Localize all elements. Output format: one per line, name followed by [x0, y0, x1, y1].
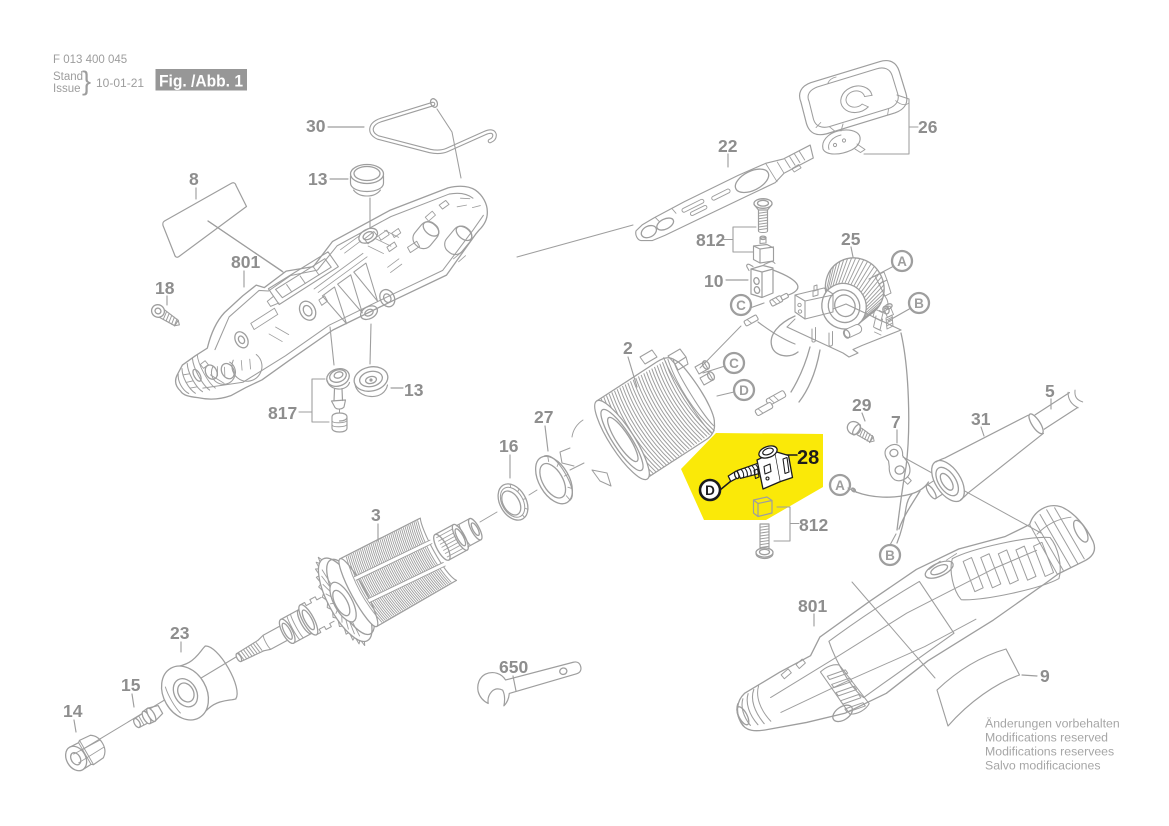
- svg-text:10: 10: [704, 271, 724, 291]
- svg-text:8: 8: [189, 169, 199, 189]
- svg-text:Modifications reservees: Modifications reservees: [985, 745, 1114, 759]
- svg-text:10-01-21: 10-01-21: [96, 76, 144, 90]
- svg-text:Modifications reserved: Modifications reserved: [985, 731, 1108, 745]
- svg-text:27: 27: [534, 407, 553, 427]
- svg-text:B: B: [914, 296, 924, 311]
- svg-text:2: 2: [623, 338, 633, 358]
- svg-text:26: 26: [918, 117, 938, 137]
- svg-text:A: A: [897, 254, 907, 269]
- svg-text:9: 9: [1040, 666, 1050, 686]
- svg-text:812: 812: [696, 230, 725, 250]
- svg-text:3: 3: [371, 505, 381, 525]
- svg-text:Stand: Stand: [53, 71, 83, 83]
- svg-text:Fig. /Abb. 1: Fig. /Abb. 1: [159, 72, 243, 91]
- svg-text:23: 23: [170, 623, 190, 643]
- svg-text:30: 30: [306, 116, 326, 136]
- svg-text:Salvo modificaciones: Salvo modificaciones: [985, 759, 1101, 773]
- svg-text:C: C: [736, 298, 746, 313]
- svg-text:Issue: Issue: [53, 83, 81, 95]
- svg-text:812: 812: [799, 515, 828, 535]
- svg-text:817: 817: [268, 403, 297, 423]
- svg-text:22: 22: [718, 136, 738, 156]
- svg-text:14: 14: [63, 701, 83, 721]
- svg-text:D: D: [705, 483, 715, 498]
- svg-text:13: 13: [404, 380, 424, 400]
- svg-text:650: 650: [499, 657, 528, 677]
- svg-text:28: 28: [797, 447, 819, 469]
- svg-text:801: 801: [231, 252, 260, 272]
- svg-text:801: 801: [798, 596, 827, 616]
- svg-text:B: B: [885, 548, 895, 563]
- svg-text:15: 15: [121, 675, 141, 695]
- svg-text:13: 13: [308, 169, 328, 189]
- svg-text:Änderungen vorbehalten: Änderungen vorbehalten: [985, 717, 1120, 731]
- svg-text:18: 18: [155, 278, 175, 298]
- svg-text:F 013 400 045: F 013 400 045: [53, 54, 127, 66]
- svg-text:D: D: [739, 383, 749, 398]
- svg-text:16: 16: [499, 436, 519, 456]
- svg-text:}: }: [82, 66, 91, 96]
- svg-text:29: 29: [852, 395, 872, 415]
- svg-text:5: 5: [1045, 381, 1055, 401]
- svg-text:A: A: [835, 478, 845, 493]
- svg-text:25: 25: [841, 229, 861, 249]
- svg-text:31: 31: [971, 409, 991, 429]
- svg-text:C: C: [729, 356, 739, 371]
- svg-text:7: 7: [891, 412, 901, 432]
